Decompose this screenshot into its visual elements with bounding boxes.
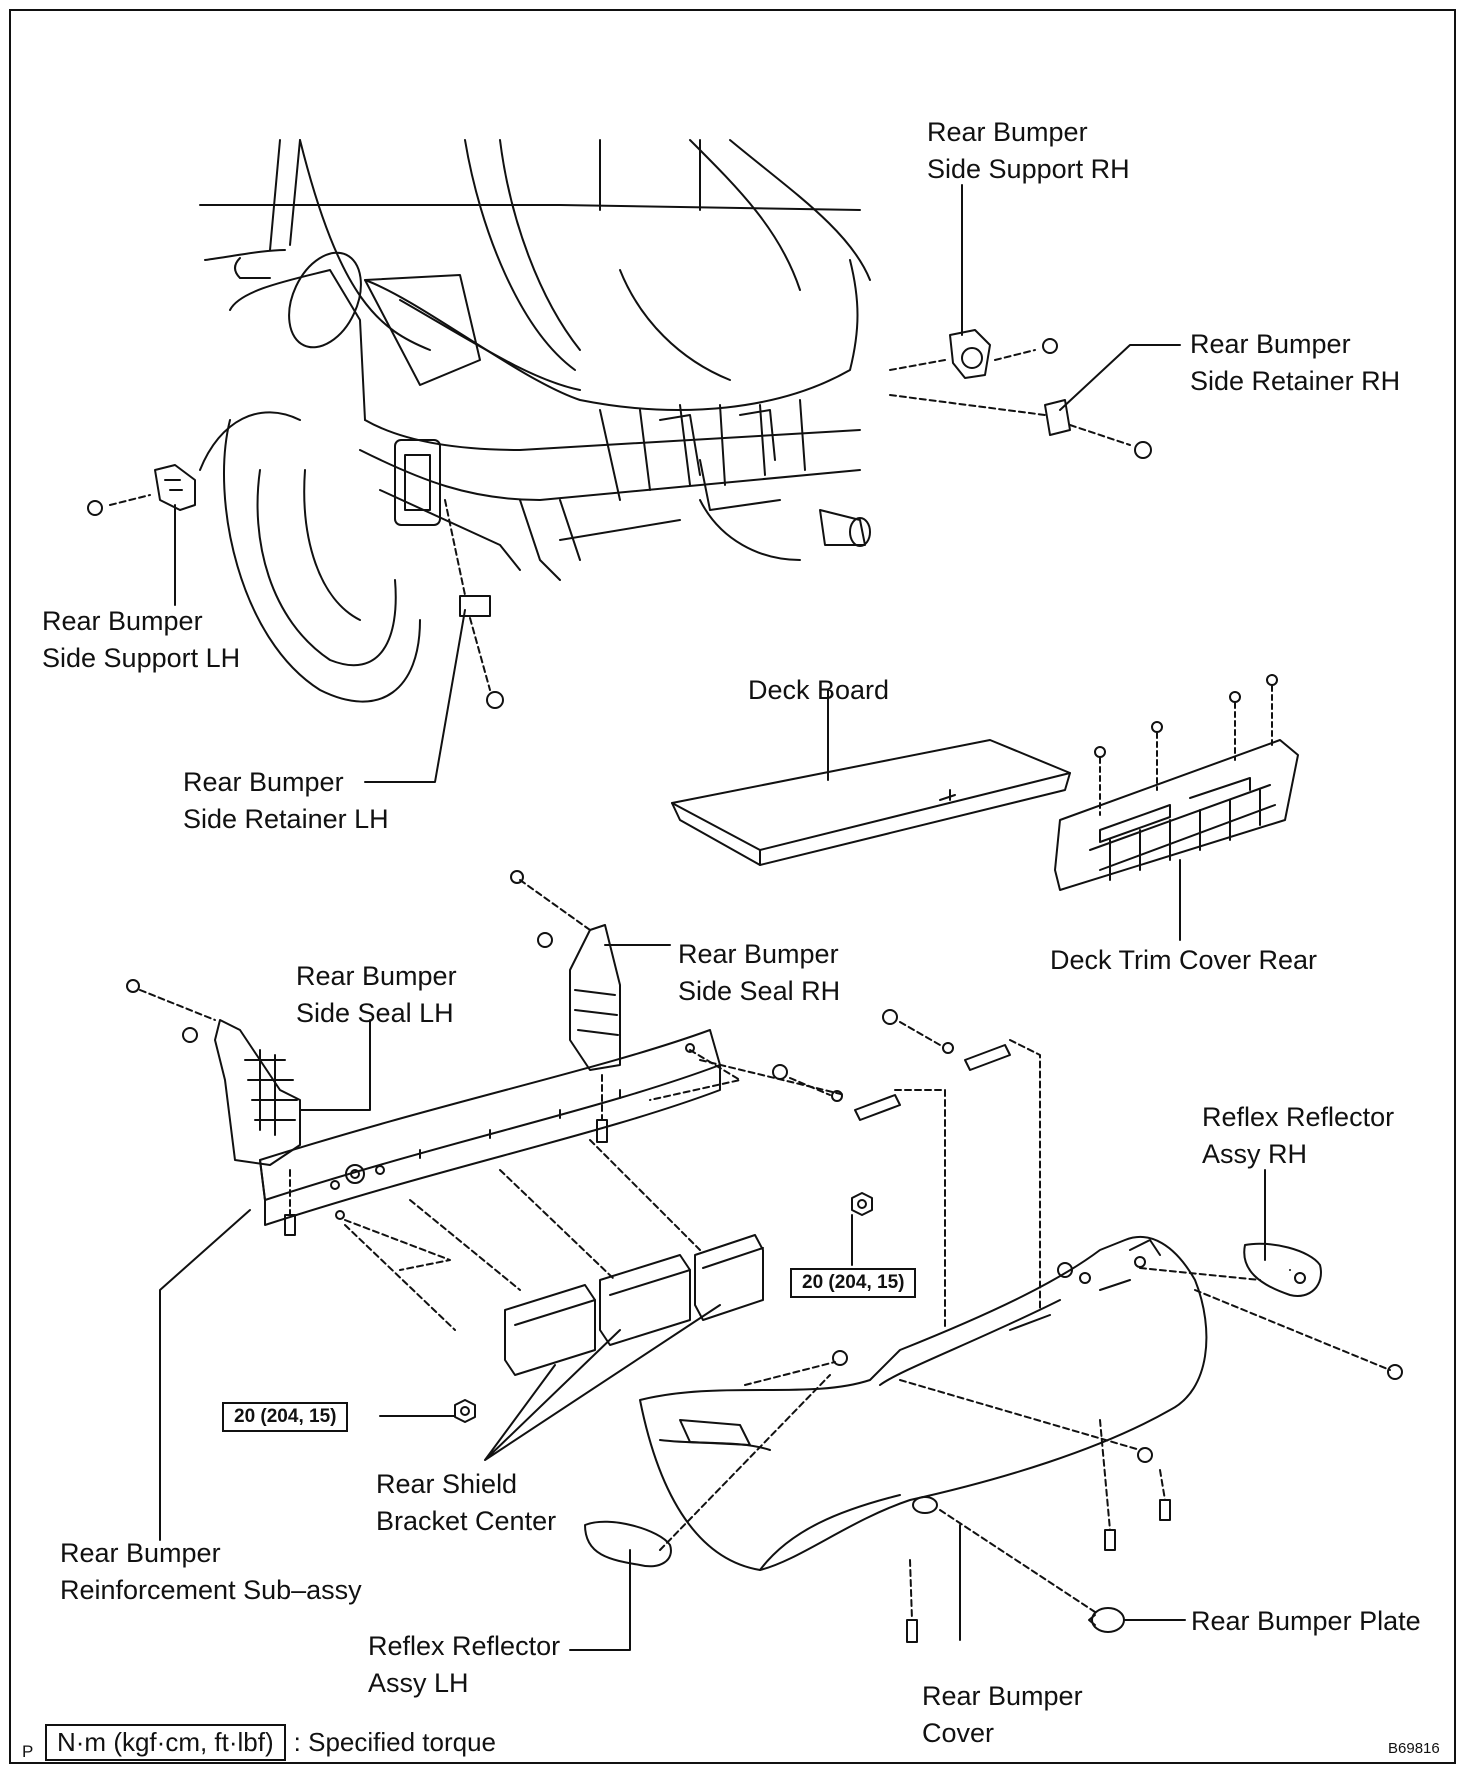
side-support-rh-part: [889, 184, 1058, 379]
rear-bumper-cover-part: [639, 1235, 1208, 1641]
figure-code: B69816: [1388, 1740, 1440, 1757]
torque-value-box: 20 (204, 15): [222, 1402, 349, 1432]
label-deck-board: Deck Board: [748, 675, 890, 705]
side-seal-rh-part: [510, 870, 671, 1143]
reflex-reflector-lh-part: [569, 1374, 831, 1651]
torque-units-box: N·m (kgf·cm, ft·lbf): [45, 1724, 286, 1761]
side-retainer-lh-part: [364, 499, 504, 783]
torque-legend: N·m (kgf·cm, ft·lbf): Specified torque: [45, 1724, 496, 1761]
rear-bumper-plate-part: [939, 1509, 1186, 1633]
vehicle-rear-body: [199, 139, 871, 703]
side-seal-lh-part: [126, 979, 371, 1236]
side-support-lh-part: [87, 464, 196, 606]
cover-fasteners: [744, 1009, 1403, 1643]
nuts: [379, 1192, 873, 1423]
reinforcement-sub-assy-part: [159, 1029, 846, 1541]
label-deck-trim-cover-rear: Deck Trim Cover Rear: [1050, 945, 1318, 975]
torque-value-box: 20 (204, 15): [790, 1268, 917, 1298]
deck-trim-cover-rear-part: [1054, 674, 1299, 941]
diagram-frame: [9, 9, 1456, 1764]
deck-board-part: [671, 689, 1071, 866]
corner-mark: P: [22, 1742, 34, 1761]
rear-shield-bracket-center-part: [409, 1139, 764, 1461]
torque-legend-text: : Specified torque: [293, 1727, 497, 1757]
side-retainer-rh-part: [889, 344, 1181, 459]
reflex-reflector-rh-part: [1243, 1169, 1322, 1297]
label-rear-bumper-plate: Rear Bumper Plate: [1191, 1606, 1421, 1636]
